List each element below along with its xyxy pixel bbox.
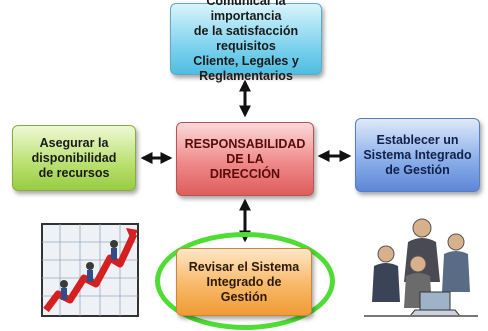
box-establish-system: Establecer un Sistema Integrado de Gesti… [355, 118, 480, 192]
highlight-ellipse [155, 232, 335, 330]
box-review-system: Revisar el Sistema Integrado de Gestión [176, 248, 312, 316]
box-communicate: Comunicar la importancia de la satisfacc… [170, 0, 322, 83]
business-meeting-illustration [364, 218, 478, 317]
growth-chart-illustration [41, 223, 139, 317]
box-communicate-label: Comunicar la importancia de la satisfacc… [193, 0, 299, 83]
box-resources: Asegurar la disponibilidad de recursos [12, 125, 136, 191]
box-review-system-label: Revisar el Sistema Integrado de Gestión [188, 259, 300, 304]
box-responsibility-label: RESPONSABILIDAD DE LA DIRECCIÓN [184, 136, 306, 181]
box-responsibility: RESPONSABILIDAD DE LA DIRECCIÓN [176, 122, 314, 196]
box-resources-label: Asegurar la disponibilidad de recursos [31, 135, 117, 180]
box-establish-system-label: Establecer un Sistema Integrado de Gesti… [363, 132, 472, 177]
